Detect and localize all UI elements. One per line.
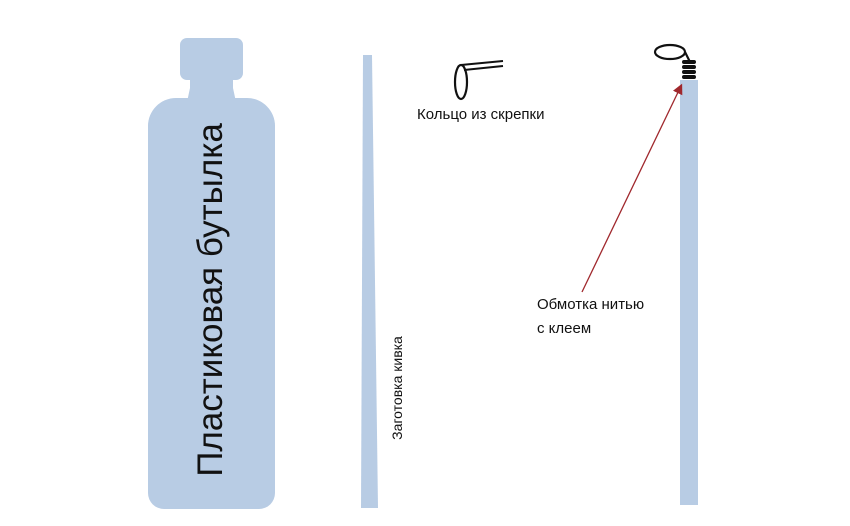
blank-label: Заготовка кивка — [389, 336, 405, 440]
bottle-label: Пластиковая бутылка — [191, 123, 230, 477]
plastic-bottle — [148, 98, 275, 509]
ring-label: Кольцо из скрепки — [417, 106, 545, 123]
blank-rod — [361, 55, 378, 508]
arrow-icon — [581, 83, 683, 293]
wrap-label-line2: с клеем — [537, 320, 592, 337]
assembled-rod — [680, 80, 698, 505]
wrap-label-line1: Обмотка нитью — [537, 296, 645, 313]
wound-thread-icon — [653, 43, 696, 79]
bottle-cap — [180, 38, 243, 80]
paperclip-ring-icon — [453, 60, 504, 101]
